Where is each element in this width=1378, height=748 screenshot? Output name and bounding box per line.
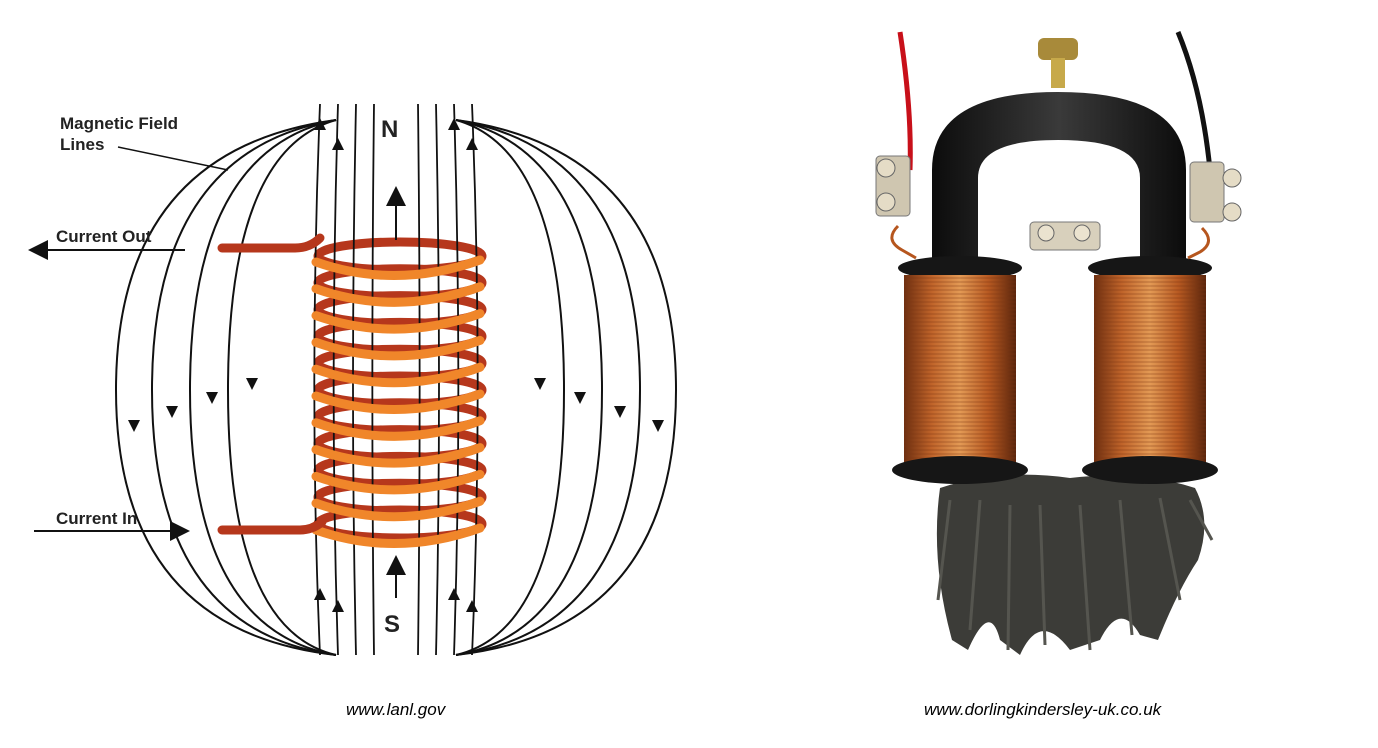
left-coil-bottom-cap [892,456,1028,484]
field-arrow-up [332,600,344,612]
label-current-out: Current Out [56,227,152,246]
caption-lanl: www.lanl.gov [346,700,445,720]
right-terminal [1190,162,1224,222]
left-coil-winding-texture [904,275,1016,465]
label-magnetic-field: Magnetic Field [60,114,178,133]
right-coil-bottom-cap [1082,456,1218,484]
label-lines: Lines [60,135,104,154]
field-arrow-down [534,378,546,390]
electromagnet-photo [840,0,1260,748]
solenoid-illustration: Magnetic Field Lines Current Out Current… [0,0,700,748]
field-arrow-down [574,392,586,404]
right-terminal-screw-2 [1223,203,1241,221]
left-coil-lead [892,226,916,258]
right-terminal-screw [1223,169,1241,187]
pole-south-label: S [384,611,400,638]
right-coil-lead [1188,228,1209,258]
top-screw-shaft [1051,58,1065,88]
field-arrow-up [448,588,460,600]
inner-field-line [314,104,320,655]
red-wire [900,32,910,170]
field-lines-leader [118,147,228,170]
field-arrow-down [614,406,626,418]
solenoid-diagram: Magnetic Field Lines Current Out Current… [0,0,700,748]
caption-dorling-kindersley: www.dorlingkindersley-uk.co.uk [924,700,1161,720]
left-terminal-screw [877,159,895,177]
field-arrow-up [332,138,344,150]
lead-wire-top [222,238,320,248]
field-arrow-down [652,420,664,432]
field-arrow-down [246,378,258,390]
top-screw-knob [1038,38,1078,60]
bracket-screw-left [1038,225,1054,241]
field-arrow-up [466,600,478,612]
field-loop-left [152,120,336,655]
field-arrow-down [206,392,218,404]
iron-filings [937,475,1204,655]
field-arrow-up [466,138,478,150]
electromagnet-illustration [840,0,1260,748]
label-current-in: Current In [56,509,137,528]
field-arrow-up [314,588,326,600]
pole-north-label: N [381,116,398,143]
bracket-screw-right [1074,225,1090,241]
right-coil-winding-texture [1094,275,1206,465]
field-arrow-down [166,406,178,418]
left-terminal-screw-2 [877,193,895,211]
field-arrow-down [128,420,140,432]
lead-wire-bottom [222,522,322,530]
